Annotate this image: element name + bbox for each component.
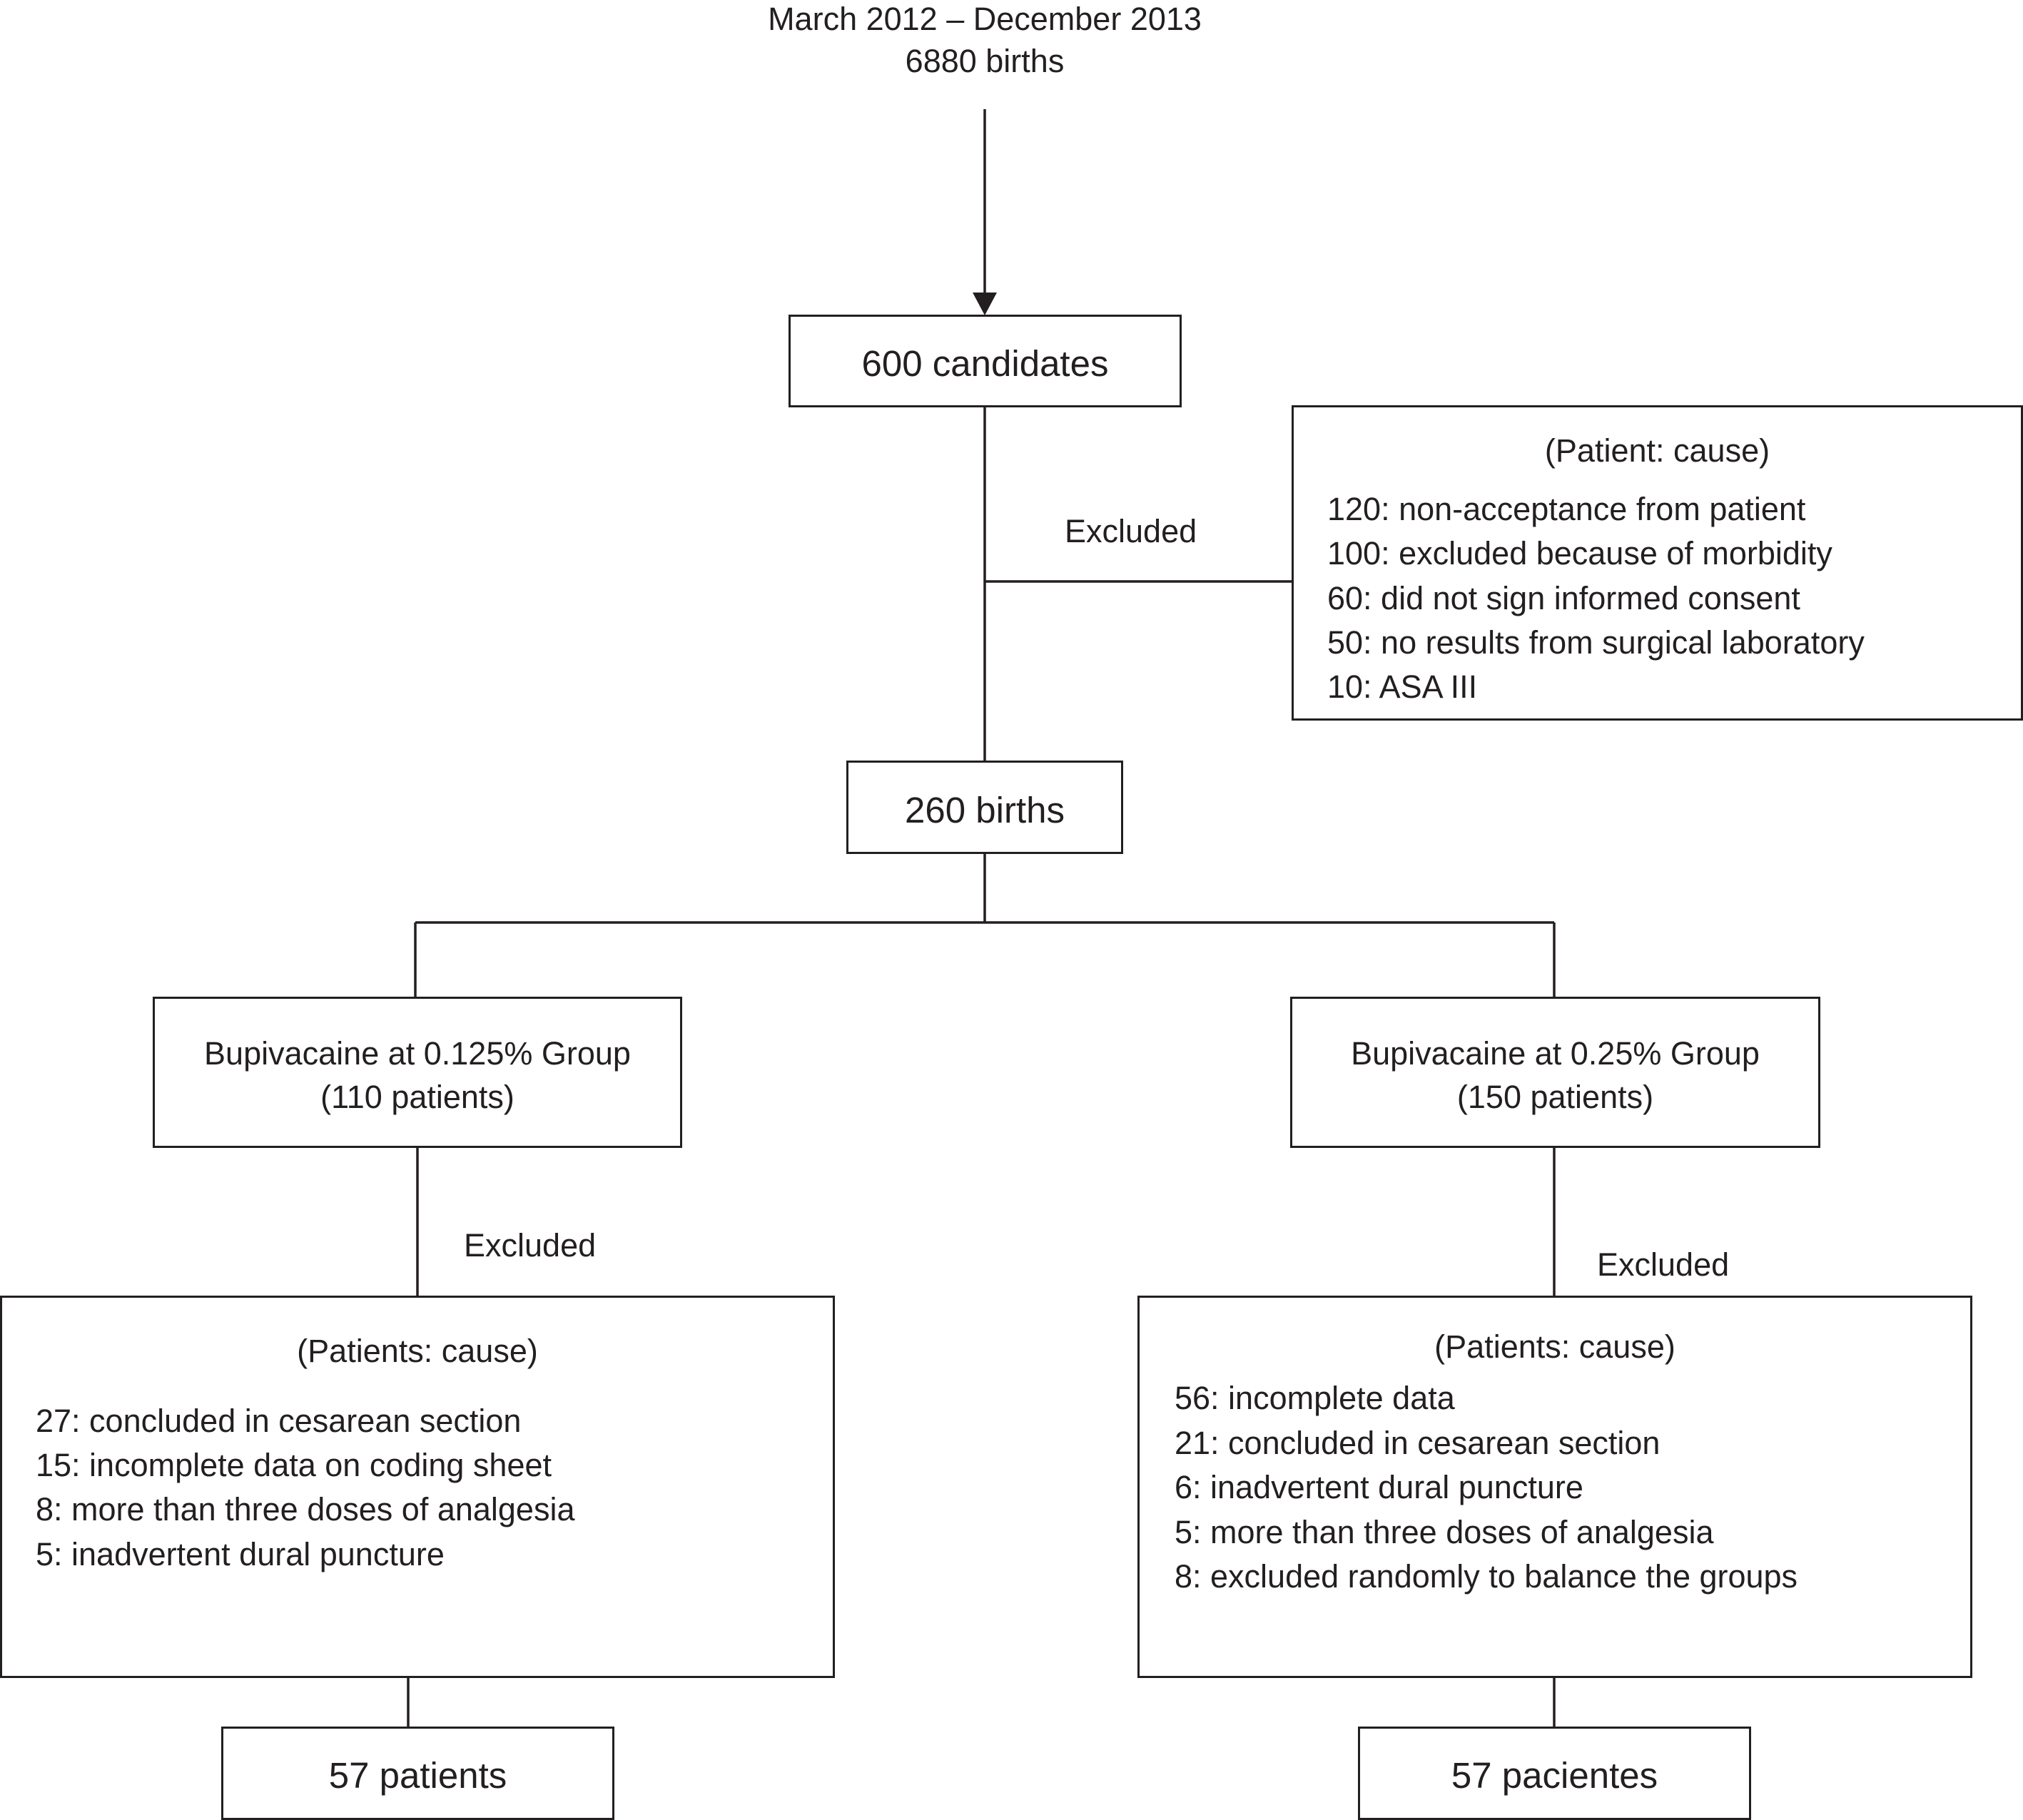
exclusion-top-item: 60: did not sign informed consent: [1327, 580, 1800, 616]
births-260-box: 260 births: [846, 761, 1123, 854]
exclusion-box-top: (Patient: cause) 120: non-acceptance fro…: [1292, 405, 2023, 721]
births-260-label: 260 births: [905, 790, 1065, 830]
final-b-box: 57 pacientes: [1358, 1727, 1751, 1820]
group-a-box: Bupivacaine at 0.125% Group (110 patient…: [153, 997, 682, 1148]
exclusion-top-item: 10: ASA III: [1327, 668, 1478, 705]
exclusion-b-item: 21: concluded in cesarean section: [1175, 1425, 1661, 1461]
excluded-label-b: Excluded: [1597, 1246, 1730, 1283]
group-a-count: (110 patients): [320, 1079, 514, 1115]
exclusion-box-a: (Patients: cause) 27: concluded in cesar…: [0, 1296, 835, 1678]
exclusion-b-item: 56: incomplete data: [1175, 1380, 1455, 1416]
exclusion-b-heading: (Patients: cause): [1434, 1328, 1675, 1365]
total-births-label: 6880 births: [905, 43, 1065, 79]
period-label: March 2012 – December 2013: [768, 1, 1202, 37]
exclusion-a-heading: (Patients: cause): [297, 1333, 538, 1369]
exclusion-b-item: 5: more than three doses of analgesia: [1175, 1514, 1714, 1550]
exclusion-top-item: 120: non-acceptance from patient: [1327, 491, 1806, 527]
group-b-count: (150 patients): [1456, 1079, 1654, 1115]
exclusion-b-item: 8: excluded randomly to balance the grou…: [1175, 1558, 1798, 1595]
exclusion-a-item: 8: more than three doses of analgesia: [36, 1491, 575, 1527]
final-b-label: 57 pacientes: [1451, 1755, 1658, 1796]
excluded-label-a: Excluded: [464, 1227, 597, 1264]
group-b-box: Bupivacaine at 0.25% Group (150 patients…: [1290, 997, 1820, 1148]
arrowhead-down: [973, 293, 997, 315]
exclusion-a-item: 27: concluded in cesarean section: [36, 1403, 522, 1439]
exclusion-box-b: (Patients: cause) 56: incomplete data 21…: [1137, 1296, 1972, 1678]
excluded-label-top: Excluded: [1065, 513, 1197, 549]
group-a-title: Bupivacaine at 0.125% Group: [204, 1035, 631, 1072]
exclusion-top-item: 100: excluded because of morbidity: [1327, 535, 1832, 571]
exclusion-top-heading: (Patient: cause): [1544, 432, 1770, 469]
exclusion-b-item: 6: inadvertent dural puncture: [1175, 1469, 1583, 1505]
final-a-label: 57 patients: [328, 1755, 507, 1796]
final-a-box: 57 patients: [221, 1727, 614, 1820]
exclusion-top-item: 50: no results from surgical laboratory: [1327, 624, 1865, 661]
candidates-box: 600 candidates: [789, 315, 1182, 407]
candidates-label: 600 candidates: [861, 343, 1109, 384]
group-b-title: Bupivacaine at 0.25% Group: [1351, 1035, 1760, 1072]
exclusion-a-item: 15: incomplete data on coding sheet: [36, 1447, 552, 1483]
exclusion-a-item: 5: inadvertent dural puncture: [36, 1536, 445, 1572]
